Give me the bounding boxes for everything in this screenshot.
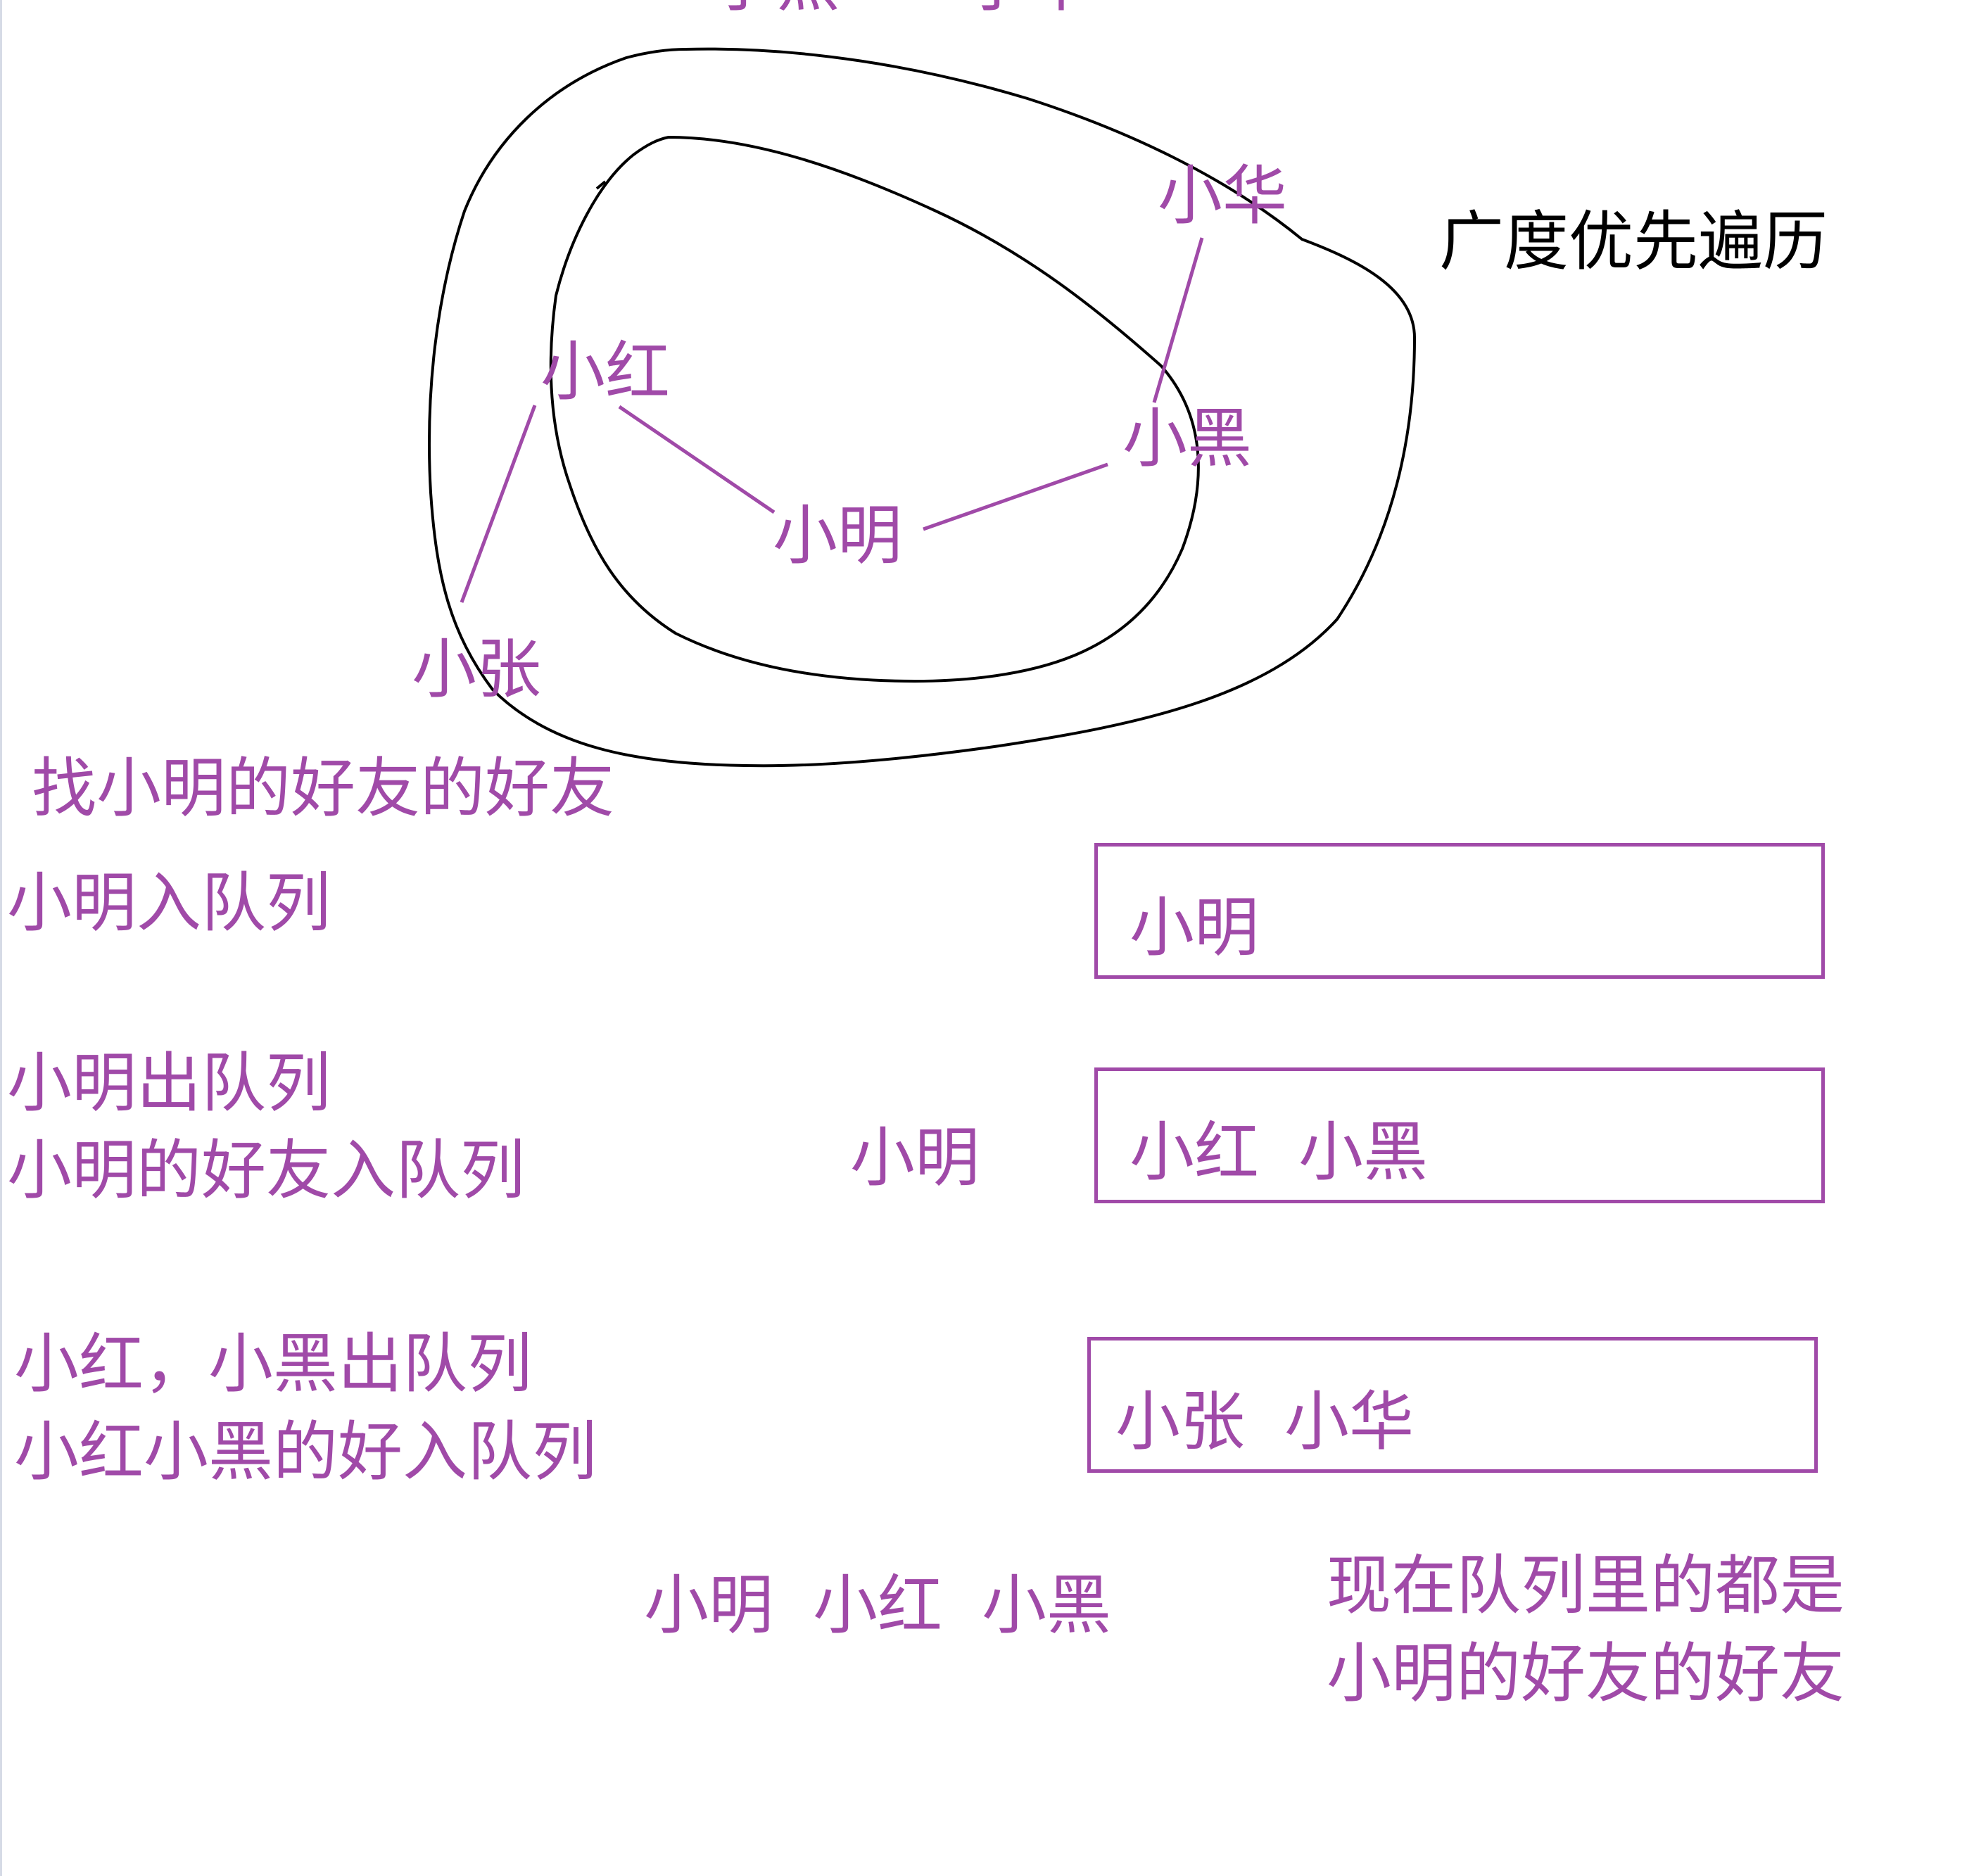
inner-circle-tick xyxy=(595,180,607,190)
node-xiaoming: 小明 xyxy=(773,498,903,573)
queue3-item-2: 小华 xyxy=(1284,1384,1415,1459)
inner-circle xyxy=(549,135,1200,683)
node-xiaohong: 小红 xyxy=(540,334,671,410)
step2-text-line2: 小明的好友入队列 xyxy=(7,1133,526,1208)
step2-text-line1: 小明出队列 xyxy=(7,1046,331,1121)
edge-xiaohong-xiaoming xyxy=(618,405,776,514)
queue-box-1: 小明 xyxy=(1094,843,1825,979)
cropped-top-label-2: 小华 xyxy=(964,0,1094,15)
queue1-item-1: 小明 xyxy=(1130,890,1260,965)
cropped-top-label-1: 小黑 xyxy=(711,0,840,15)
queue2-item-2: 小黑 xyxy=(1298,1115,1429,1190)
conclusion-line1: 现在队列里的都是 xyxy=(1327,1548,1845,1623)
step2-dequeued-node: 小明 xyxy=(850,1120,980,1196)
step1-text: 小明入队列 xyxy=(7,866,331,941)
step3-text-line2: 小红小黑的好入队列 xyxy=(14,1414,597,1490)
queue-box-3: 小张 小华 xyxy=(1087,1337,1818,1473)
queue-box-2: 小红 小黑 xyxy=(1094,1067,1825,1203)
visited-node-2: 小红 xyxy=(813,1568,943,1643)
question-text: 找小明的好友的好友 xyxy=(32,751,615,826)
edge-xiaohei-xiaohua xyxy=(1152,237,1204,403)
visited-node-1: 小明 xyxy=(644,1568,774,1643)
node-xiaohei: 小黑 xyxy=(1122,401,1253,476)
node-xiaozhang: 小张 xyxy=(412,632,542,707)
edge-xiaohong-xiaozhang xyxy=(460,405,537,603)
queue3-item-1: 小张 xyxy=(1115,1384,1246,1459)
queue2-item-1: 小红 xyxy=(1130,1115,1260,1190)
left-edge-border xyxy=(0,0,2,1876)
outer-circle xyxy=(428,47,1417,768)
visited-node-3: 小黑 xyxy=(982,1568,1112,1643)
step3-text-line1: 小红，小黑出队列 xyxy=(14,1326,533,1402)
diagram-title: 广度优先遍历 xyxy=(1439,204,1828,279)
conclusion-line2: 小明的好友的好友 xyxy=(1327,1636,1845,1711)
edge-xiaoming-xiaohei xyxy=(923,462,1108,531)
node-xiaohua: 小华 xyxy=(1158,158,1288,234)
